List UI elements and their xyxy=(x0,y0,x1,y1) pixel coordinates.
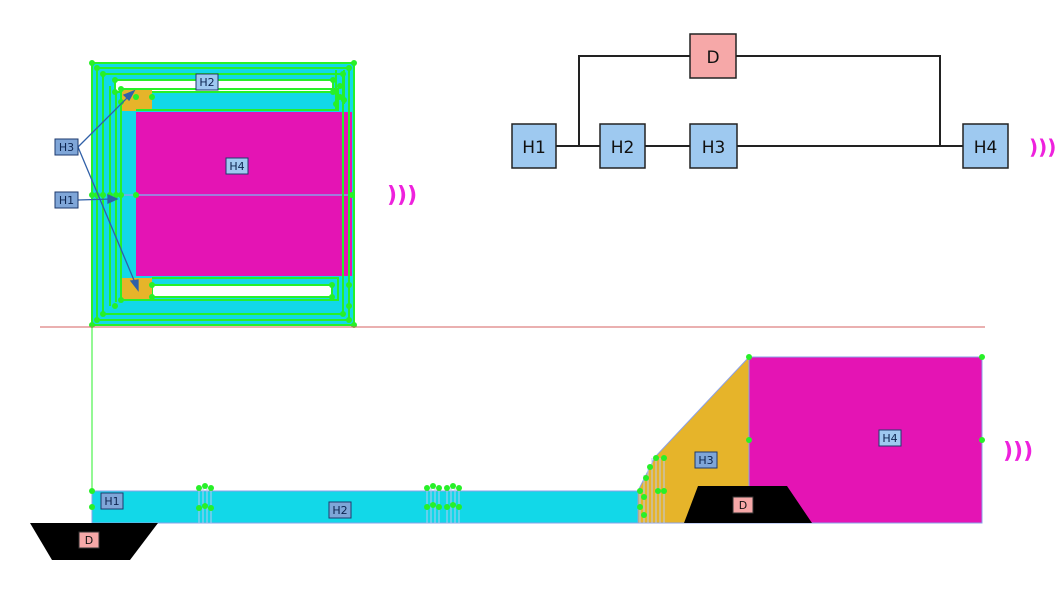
svg-text:H2: H2 xyxy=(332,504,347,517)
speaker-waves-icon: ))) xyxy=(387,183,417,208)
plan-view: H2 H3 H1 H4 ))) xyxy=(54,60,417,328)
schematic-box-h4: H4 xyxy=(962,123,1009,169)
svg-text:D: D xyxy=(85,534,93,547)
schematic-box-h3: H3 xyxy=(689,123,738,169)
section-label-d-left: D xyxy=(78,531,100,549)
svg-text:H3: H3 xyxy=(59,141,74,154)
svg-text:H2: H2 xyxy=(199,76,214,89)
svg-text:H3: H3 xyxy=(702,138,726,158)
svg-text:H1: H1 xyxy=(104,495,119,508)
plan-label-h4: H4 xyxy=(225,157,249,175)
plan-magenta-area xyxy=(136,112,352,276)
plan-label-h2: H2 xyxy=(195,73,219,91)
schematic: D H1 H2 H3 H4 ))) xyxy=(511,33,1056,169)
speaker-waves-icon: ))) xyxy=(1029,135,1056,159)
svg-text:H3: H3 xyxy=(698,454,713,467)
section-cyan-channel xyxy=(91,490,643,524)
section-label-h2: H2 xyxy=(328,501,352,519)
svg-text:D: D xyxy=(706,48,719,68)
schematic-wires xyxy=(556,55,963,147)
section-label-d-right: D xyxy=(732,496,754,514)
section-label-h3: H3 xyxy=(694,451,718,469)
svg-text:H1: H1 xyxy=(522,138,546,158)
plan-inner-white-bottom xyxy=(151,284,333,298)
section-label-h1: H1 xyxy=(100,492,124,510)
plan-label-h3: H3 xyxy=(54,138,79,156)
section-vertex-dots xyxy=(89,354,985,518)
plan-vertex-dots xyxy=(89,60,357,328)
svg-text:D: D xyxy=(739,499,747,512)
svg-text:H2: H2 xyxy=(611,138,635,158)
section-label-h4: H4 xyxy=(878,429,902,447)
svg-text:H1: H1 xyxy=(59,194,74,207)
section-view: H1 H2 H3 H4 D D ))) xyxy=(30,354,1033,560)
schematic-box-h1: H1 xyxy=(511,123,557,169)
schematic-box-h2: H2 xyxy=(599,123,646,169)
schematic-box-d: D xyxy=(689,33,737,79)
plan-label-h1: H1 xyxy=(54,191,79,209)
plan-arrows xyxy=(77,89,139,292)
svg-text:H4: H4 xyxy=(229,160,244,173)
speaker-waves-icon: ))) xyxy=(1003,439,1033,464)
svg-text:H4: H4 xyxy=(882,432,897,445)
svg-text:H4: H4 xyxy=(974,138,998,158)
